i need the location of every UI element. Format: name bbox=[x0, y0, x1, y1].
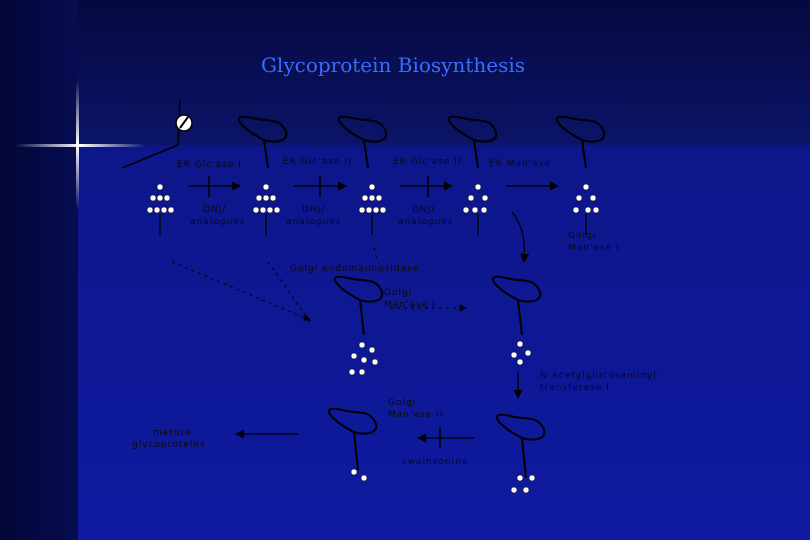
label-golgi-mannosidase-2-line1: Golgi bbox=[388, 398, 417, 408]
label-inhibitor-1-line1: DNJ/ bbox=[203, 205, 227, 215]
protein-icon-1 bbox=[238, 115, 288, 169]
star-glint-horizontal bbox=[15, 144, 145, 147]
dashed-path-endo-3 bbox=[373, 247, 379, 263]
background-top bbox=[0, 0, 810, 145]
label-inhibitor-1-line2: analogues bbox=[190, 217, 246, 227]
oligosaccharide-tree-4 bbox=[462, 183, 489, 214]
protein-icon-5 bbox=[334, 275, 384, 336]
slide-title: Glycoprotein Biosynthesis bbox=[260, 53, 526, 77]
label-er-glucosidase-1: ER Glc'ase I bbox=[177, 160, 242, 170]
label-swainsonine: swainsonine bbox=[402, 457, 469, 467]
label-golgi-mannosidase-1-line1: Golgi bbox=[568, 231, 597, 241]
oligosaccharide-tree-9 bbox=[510, 474, 536, 494]
label-inhibitor-2-line1: DNJ/ bbox=[302, 205, 326, 215]
protein-icon-7 bbox=[328, 407, 378, 471]
protein-icon-4 bbox=[556, 115, 606, 169]
oligosaccharide-tree-5 bbox=[572, 183, 600, 214]
label-glcnac-transferase-line1: N-Acetylglucosaminyl- bbox=[540, 371, 662, 381]
background-bottom bbox=[0, 145, 810, 540]
dashed-path-endo-2 bbox=[267, 261, 311, 323]
label-golgi-mannosidase-2-line2: Man'ase II bbox=[388, 410, 444, 420]
oligosaccharide-tree-1 bbox=[146, 183, 175, 214]
label-mature-line1: mature bbox=[153, 428, 192, 438]
background-left-band bbox=[0, 0, 78, 540]
oligosaccharide-tree-3 bbox=[358, 183, 387, 214]
oligosaccharide-tree-6 bbox=[348, 341, 379, 376]
label-er-glucosidase-2b: ER Glc'ase II bbox=[393, 157, 462, 167]
oligosaccharide-tree-8 bbox=[350, 468, 368, 482]
membrane-anchor-icon bbox=[121, 99, 181, 169]
protein-icon-2 bbox=[338, 115, 388, 169]
label-glcnac-transferase-line2: transferase I bbox=[540, 383, 610, 393]
protein-icon-8 bbox=[496, 413, 546, 479]
label-er-mannosidase: ER Man'ase bbox=[489, 159, 552, 169]
oligosaccharide-tree-7 bbox=[510, 340, 532, 366]
label-golgi-mannosidase-1b-line1: Golgi bbox=[384, 288, 413, 298]
label-golgi-endomannosidase: Golgi endomannosidase bbox=[290, 264, 420, 274]
label-inhibitor-2-line2: analogues bbox=[286, 217, 342, 227]
ribosome-icon bbox=[175, 114, 193, 132]
protein-icon-3 bbox=[448, 115, 498, 169]
arrow-golgi-mannosidase bbox=[511, 211, 530, 263]
label-inhibitor-3-line1: DNJ/ bbox=[412, 205, 436, 215]
oligosaccharide-tree-2 bbox=[252, 183, 281, 214]
label-mature-line2: glycoproteins bbox=[132, 440, 206, 450]
label-er-glucosidase-2a: ER Glc'ase II bbox=[283, 157, 352, 167]
label-golgi-mannosidase-1-line2: Man'ase I bbox=[568, 243, 620, 253]
label-golgi-mannosidase-1b-line2: Man'ase I bbox=[384, 300, 436, 310]
label-inhibitor-3-line2: analogues bbox=[398, 217, 454, 227]
protein-icon-6 bbox=[492, 275, 542, 336]
